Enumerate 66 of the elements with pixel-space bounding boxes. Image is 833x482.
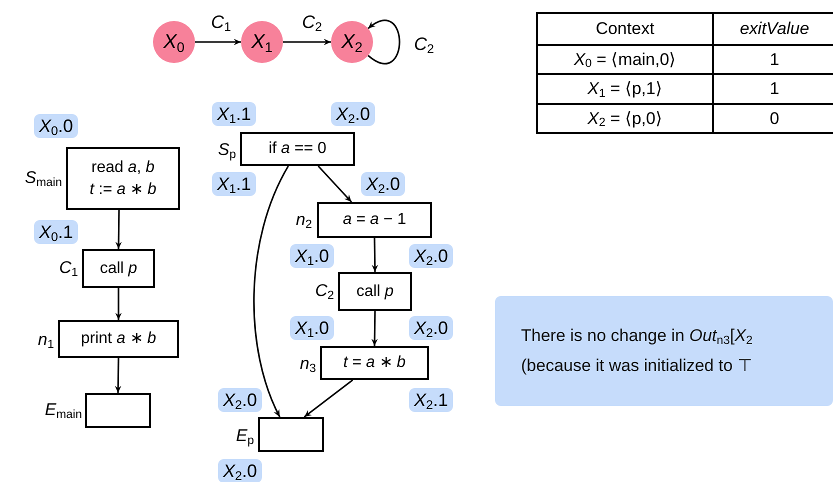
node-label: X$_{2}$ [341,30,363,56]
context-badge: X$_{2}$.0 [218,388,262,412]
note-text: (because it was initialized to ⊤ [521,355,754,377]
table-cell: 1 [714,44,833,73]
statement-text: read a, b t := a ∗ b [90,158,156,200]
context-node [331,21,373,63]
arrow [371,310,378,346]
node-name: n$_{3}$ [300,353,316,375]
note-box [495,296,833,406]
table-header: exitValue [738,18,810,40]
statement-box [317,202,432,238]
arrow [114,358,122,394]
context-badge: X$_{0}$.1 [34,220,78,244]
node-name: S$_{main}$ [24,167,62,189]
arrow [115,288,122,320]
node-name: S$_{p}$ [218,139,236,161]
table-cell: X$_{0}$ = ⟨main,0⟩ [538,44,714,73]
node-name: E$_{main}$ [44,399,82,421]
context-badge: X$_{0}$.0 [34,114,78,138]
table-cell: X$_{1}$ = ⟨p,1⟩ [538,73,714,102]
statement-box [82,249,155,288]
statement-text: call p [356,282,394,302]
statement-text: a = a − 1 [342,210,406,230]
node-name: C$_{1}$ [59,257,78,279]
context-badge: X$_{2}$.0 [331,102,376,126]
context-badge: X$_{1}$.1 [212,172,256,196]
arrow [253,166,289,418]
exit-box [258,417,324,452]
node-label: X$_{1}$ [251,30,273,56]
statement-text: t = a ∗ b [343,353,406,373]
context-badge: X$_{1}$.0 [290,244,334,268]
statement-text: call p [100,258,138,278]
arrow [304,379,354,418]
statement-text: print a ∗ b [80,329,156,349]
node-name: C$_{2}$ [315,280,334,302]
context-node [153,21,195,63]
arrow [318,165,352,203]
node-name: E$_{p}$ [236,425,254,447]
arrow [195,38,241,46]
context-badge: X$_{2}$.0 [409,316,454,340]
note-text: There is no change in Out$_{n3}$[X$_{2}$ [521,325,754,349]
context-node [241,21,283,63]
context-badge: X$_{2}$.0 [409,244,454,268]
exit-box [85,393,151,428]
statement-text: if a == 0 [268,139,326,159]
statement-box [240,132,355,166]
statement-box [320,346,429,380]
table-cell: 0 [714,102,833,132]
statement-box [58,320,179,358]
context-badge: X$_{1}$.1 [212,102,256,126]
arrow [368,20,400,64]
table-cell: X$_{2}$ = ⟨p,0⟩ [538,102,714,132]
node-label: X$_{0}$ [163,30,185,56]
statement-box [338,272,412,311]
context-badge: X$_{1}$.0 [290,316,334,340]
context-badge: X$_{2}$.0 [218,459,262,482]
table-cell: 1 [714,73,833,102]
arrow [372,238,378,272]
statement-box [66,147,180,210]
node-name: n$_{2}$ [296,209,312,231]
table-header: Context [538,14,714,44]
context-badge: X$_{2}$.1 [409,388,454,412]
arrow [115,210,122,250]
context-badge: X$_{2}$.0 [361,172,406,196]
arrow [283,38,331,46]
node-name: n$_{1}$ [38,329,54,351]
